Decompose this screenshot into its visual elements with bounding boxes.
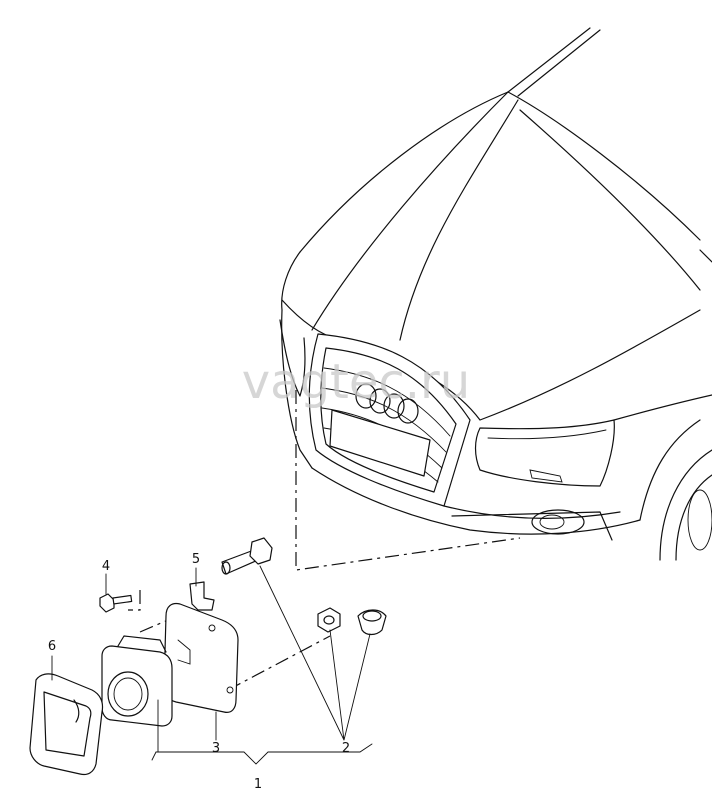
mounting-bracket-part: [163, 602, 239, 713]
audi-rings-logo: [355, 383, 419, 424]
callout-2: 2: [342, 741, 350, 756]
callout-3: 3: [212, 741, 220, 756]
bolt-leader-line: [128, 590, 141, 611]
callout-1-bracket: [151, 743, 373, 765]
watermark: vagtec.ru: [242, 354, 470, 410]
hex-nut-part: [317, 607, 341, 633]
clip-leader-line: [227, 635, 331, 691]
radar-sensor-part: [101, 635, 173, 727]
car-front-illustration: [279, 27, 712, 561]
mount-leader-line: [295, 390, 521, 571]
callout-4: 4: [102, 559, 110, 574]
callout-5: 5: [192, 552, 200, 567]
trim-ring-part: [29, 673, 104, 776]
expansion-clip-part: [357, 609, 387, 636]
hex-bolt-part: [99, 593, 133, 613]
callout-6: 6: [48, 639, 56, 654]
callout-2-leader: [259, 565, 371, 741]
clip-nut-part: [189, 581, 215, 611]
flange-bolt-part: [221, 537, 273, 575]
callout-1: 1: [254, 777, 262, 792]
